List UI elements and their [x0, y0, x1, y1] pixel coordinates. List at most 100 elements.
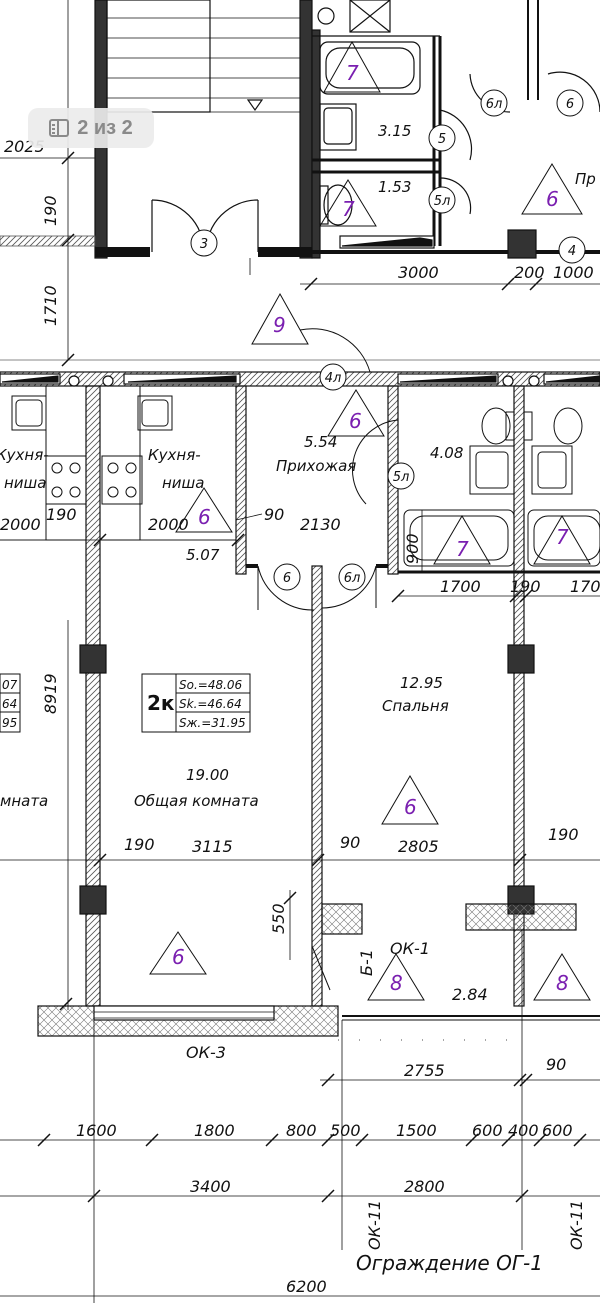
balcony-b1-label: Б-1 [357, 949, 376, 976]
dim-label: 2000 [148, 515, 189, 534]
dim-label: 90 [340, 833, 360, 852]
bath-upper-area: 3.15 [378, 122, 411, 140]
marker-label: 7 [556, 525, 569, 549]
marker-label: 8 [556, 971, 569, 995]
dim-label: 190 [510, 577, 541, 596]
living-left-partial-name: мната [0, 792, 48, 810]
upper-left-wall [0, 235, 96, 247]
kitchen-left-name-2: ниша [4, 474, 46, 492]
dim-label: 1800 [194, 1121, 235, 1140]
window-ok1-label: ОК-1 [390, 939, 430, 958]
dim-label: 190 [41, 195, 60, 226]
kitchen-area: 5.07 [186, 546, 220, 564]
dim-label: 1700 [440, 577, 481, 596]
door-label: 5л [434, 194, 451, 209]
dimension-lines-upper [0, 0, 600, 367]
area-info-text: 2к So.=48.06 Sk.=46.64 Sж.=31.95 07 64 9… [2, 678, 246, 730]
marker-label: 7 [342, 197, 355, 221]
area-info-box [0, 673, 251, 733]
door-markers [190, 89, 586, 591]
dim-label: 2.84 [452, 985, 488, 1004]
dim-label: 3000 [398, 263, 439, 282]
dim-label: 90 [546, 1055, 566, 1074]
dim-label: 190 [124, 835, 155, 854]
dim-label: 1600 [76, 1121, 117, 1140]
marker-label: 8 [390, 971, 403, 995]
kitchen-left-name-1: Кухня- [0, 446, 49, 464]
wc-upper-area: 1.53 [378, 178, 411, 196]
area-left-partial-3: 95 [2, 716, 17, 730]
dim-label: 200 [514, 263, 545, 282]
gallery-icon [49, 119, 70, 137]
marker-label: 7 [346, 61, 359, 85]
marker-label: 6 [198, 505, 211, 529]
bedroom-area: 12.95 [400, 674, 443, 692]
window-ok11-b-label: ОК-11 [567, 1200, 586, 1250]
window-ok3-label: ОК-3 [186, 1043, 226, 1062]
bath-right-area: 4.08 [430, 444, 463, 462]
dim-label: 900 [403, 533, 422, 564]
marker-label: 7 [456, 537, 469, 561]
element-labels: ОК-1 ОК-3 Б-1 ОК-11 ОК-11 Ограждение ОГ-… [186, 939, 586, 1275]
apartment-type: 2к [147, 691, 175, 715]
room-labels: Кухня- ниша Кухня- ниша 5.07 5.54 Прихож… [0, 122, 596, 810]
dim-label: 600 [472, 1121, 503, 1140]
dim-label: 600 [542, 1121, 573, 1140]
living-area: 19.00 [186, 766, 229, 784]
door-label: 6л [486, 97, 503, 112]
dimension-lines [0, 510, 600, 1303]
dim-label: 800 [286, 1121, 317, 1140]
marker-label: 9 [273, 313, 286, 337]
dim-label: 90 [264, 505, 284, 524]
living-name: Общая комната [134, 792, 259, 810]
dim-label: 2000 [0, 515, 41, 534]
hall-name: Прихожая [276, 457, 356, 475]
bathroom-fixtures [299, 328, 600, 567]
apartment-walls [0, 371, 600, 1037]
door-label: 6 [283, 571, 291, 586]
room-type-markers [149, 40, 591, 1001]
kitchen-name-2: ниша [162, 474, 204, 492]
marker-label: 6 [546, 187, 559, 211]
dim-label: 500 [330, 1121, 361, 1140]
door-arcs [257, 565, 377, 991]
kitchen-name-1: Кухня- [148, 446, 201, 464]
dim-label: 1000 [553, 263, 594, 282]
area-k: Sk.=46.64 [179, 697, 242, 711]
dim-label: 1500 [396, 1121, 437, 1140]
door-label: 4 [568, 244, 576, 259]
dim-label: 2755 [404, 1061, 445, 1080]
dim-label: 2130 [300, 515, 341, 534]
top-right-partial-name: Пр [575, 170, 596, 188]
door-label: 6 [566, 97, 574, 112]
upper-block [94, 0, 600, 259]
door-label: 5л [393, 470, 410, 485]
window-ok11-a-label: ОК-11 [365, 1200, 384, 1250]
door-label: 6л [344, 571, 361, 586]
area-left-partial-2: 64 [2, 697, 17, 711]
dim-label: 3400 [190, 1177, 231, 1196]
page-indicator-label: 2 из 2 [77, 116, 133, 139]
marker-label: 6 [172, 945, 185, 969]
dim-label: 190 [46, 505, 77, 524]
dim-label: 8919 [41, 673, 60, 714]
door-label: 5 [438, 132, 446, 147]
room-type-marker-labels: 7 7 6 9 6 6 7 7 6 6 8 8 [172, 61, 569, 995]
bedroom-name: Спальня [382, 697, 449, 715]
marker-label: 6 [404, 795, 417, 819]
dim-label: 6200 [286, 1277, 327, 1296]
door-marker-labels: 6л 6 5 5л 4 3 4л 5л 6 6л [200, 97, 576, 586]
door-label: 3 [200, 237, 208, 252]
dim-label: 1700 [570, 577, 600, 596]
dimension-labels: 2025 190 1710 3000 200 1000 2000 190 200… [0, 137, 600, 1296]
dim-label: 2805 [398, 837, 439, 856]
dim-label: 190 [548, 825, 579, 844]
dim-label: 1710 [41, 285, 60, 326]
marker-label: 6 [349, 409, 362, 433]
hall-area: 5.54 [304, 433, 337, 451]
area-left-partial-1: 07 [2, 678, 18, 692]
area-total: So.=48.06 [179, 678, 243, 692]
dim-label: 2800 [404, 1177, 445, 1196]
page-indicator-badge[interactable]: 2 из 2 [28, 108, 154, 148]
